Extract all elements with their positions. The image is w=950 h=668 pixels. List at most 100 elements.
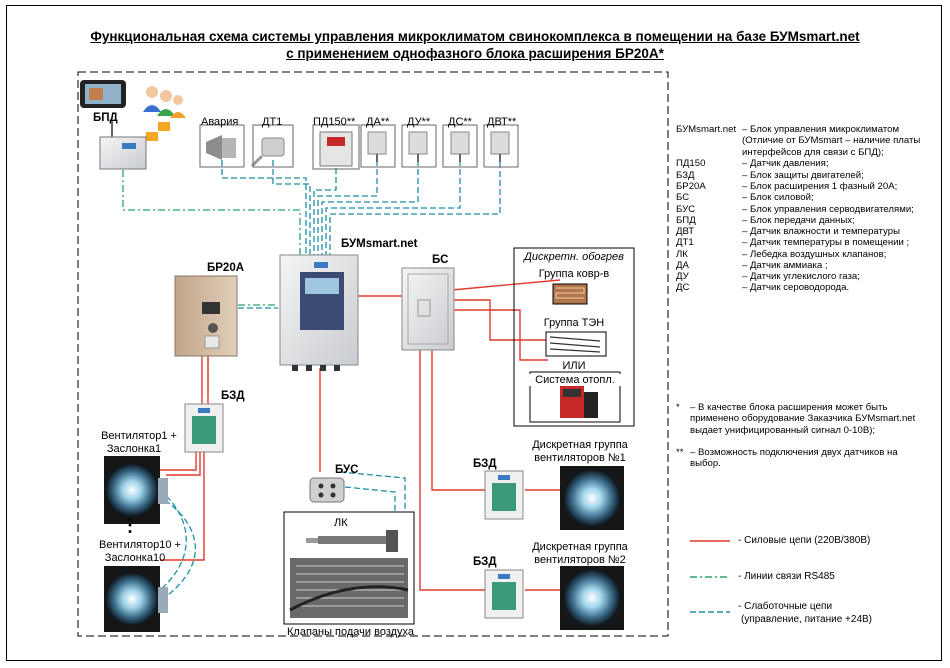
bs-cabinet	[401, 267, 455, 351]
abbr-value: – Датчик температуры в помещении ;	[742, 237, 910, 248]
abbr-value: – Датчик влажности и температуры	[742, 226, 900, 237]
sensor-frames	[199, 124, 519, 170]
heating-title: Дискретн. обогрев	[524, 251, 624, 263]
heating-ten-icon	[545, 331, 607, 357]
fan-group1-icon	[560, 466, 624, 530]
abbr-key: БУС	[676, 204, 696, 215]
fans-ellipsis: ⋮	[121, 515, 139, 535]
users-icon	[143, 86, 186, 118]
sensor-label-pd150: ПД150**	[313, 116, 356, 128]
abbr-key: БПД	[676, 215, 696, 226]
abbr-row: БС – Блок силовой;	[676, 192, 938, 203]
abbr-row: БЗД – Блок защиты двигателей;	[676, 170, 938, 181]
heating-or-label: ИЛИ	[562, 360, 586, 372]
bzd-group1-device	[484, 470, 524, 520]
abbr-value: – Датчик аммиака ;	[742, 260, 828, 271]
email-icons	[146, 122, 170, 141]
abbr-value: – Блок управления серводвигателями;	[742, 204, 914, 215]
page-subtitle: с применением однофазного блока расширен…	[286, 46, 664, 61]
abbr-key: БР20А	[676, 181, 706, 192]
sensor-label-du: ДУ**	[407, 116, 431, 128]
page-title: Функциональная схема системы управления …	[90, 29, 860, 44]
ds-sensor	[450, 131, 470, 162]
bus-label: БУС	[335, 464, 359, 476]
bzd-group1-label: БЗД	[473, 458, 497, 470]
fan-group1-label-line1: Дискретная группа	[532, 439, 628, 451]
du-sensor	[408, 131, 428, 162]
fan10-label-line2: Заслонка10	[104, 552, 166, 564]
bum-controller	[279, 254, 359, 371]
abbr-value: – Блок передачи данных;	[742, 215, 855, 226]
abbr-key: БЗД	[676, 170, 695, 181]
abbr-row: БУС – Блок управления серводвигателями;	[676, 204, 938, 215]
abbr-key: ДА	[676, 260, 689, 271]
legend-power-label: - Силовые цепи (220В/380В)	[738, 535, 871, 546]
power-lines	[145, 279, 561, 591]
bs-label: БС	[432, 254, 449, 266]
note-value: – В качестве блока расширения может быть…	[690, 402, 916, 436]
rs485-lines	[122, 170, 301, 395]
fan-group2-label-line2: вентиляторов №2	[534, 554, 626, 566]
bum-label: БУМsmart.net	[341, 238, 418, 250]
abbr-row: ДА – Датчик аммиака ;	[676, 260, 938, 271]
fan-group2-icon	[560, 566, 624, 630]
sensor-label-da: ДА**	[366, 116, 390, 128]
abbr-value: – Блок силовой;	[742, 192, 814, 203]
abbr-value: – Датчик сероводорода.	[742, 282, 850, 293]
fan1-label-line1: Вентилятор1 +	[101, 430, 177, 442]
abbr-key: ДТ1	[676, 237, 694, 248]
note-key: *	[676, 402, 680, 413]
sensor-label-avaria: Авария	[201, 116, 239, 128]
abbr-row: БР20А – Блок расширения 1 фазный 20А;	[676, 181, 938, 192]
note-value: – Возможность подключения двух датчиков …	[690, 447, 898, 470]
abbr-value: – Блок управления микроклиматом (Отличие…	[742, 124, 921, 158]
fan-group1-label-line2: вентиляторов №1	[534, 452, 626, 464]
heating-frame	[513, 247, 635, 427]
abbr-key: ЛК	[676, 249, 688, 260]
abbr-value: – Лебедка воздушных клапанов;	[742, 249, 887, 260]
heating-system-label: Система отопл.	[520, 374, 630, 386]
abbr-value: – Блок защиты двигателей;	[742, 170, 864, 181]
pd150-sensor	[319, 131, 353, 167]
br20a-device	[174, 275, 238, 357]
abbr-key: ПД150	[676, 158, 706, 169]
dt1-sensor	[250, 137, 285, 168]
abbr-key: ДВТ	[676, 226, 695, 237]
note-row: * – В качестве блока расширения может быт…	[676, 402, 936, 436]
heating-mat-label: Группа ковр-в	[538, 268, 610, 280]
bzd-group2-device	[484, 569, 524, 619]
abbr-key: БС	[676, 192, 690, 203]
bzd-main-device	[184, 403, 224, 453]
bzd-group2-label: БЗД	[473, 556, 497, 568]
sensor-label-ds: ДС**	[448, 116, 472, 128]
abbr-row: ДТ1 – Датчик температуры в помещении ;	[676, 237, 938, 248]
lk-winch-icon	[306, 530, 398, 552]
room-boundary	[77, 71, 669, 637]
abbr-row: ПД150 – Датчик давления;	[676, 158, 938, 169]
da-sensor	[367, 131, 387, 162]
abbr-key: БУМsmart.net	[676, 124, 737, 135]
abbr-row: ДС – Датчик сероводорода.	[676, 282, 938, 293]
bpd-label: БПД	[93, 112, 118, 124]
dvt-sensor	[490, 131, 510, 162]
br20a-label: БР20А	[207, 262, 245, 274]
abbr-key: ДУ	[676, 271, 689, 282]
fan10-label-line1: Вентилятор10 +	[99, 539, 181, 551]
abbr-value: – Блок расширения 1 фазный 20А;	[742, 181, 898, 192]
legend-low-label-line2: (управление, питание +24В)	[741, 614, 873, 625]
abbr-row: ЛК – Лебедка воздушных клапанов;	[676, 249, 938, 260]
abbr-value: – Датчик давления;	[742, 158, 829, 169]
legend-low-label-line1: - Слаботочные цепи	[738, 601, 833, 612]
sensor-label-dt1: ДТ1	[262, 116, 283, 128]
legend-rs485-label: - Линии связи RS485	[738, 571, 835, 582]
abbr-key: ДС	[676, 282, 690, 293]
sensor-label-dvt: ДВТ**	[487, 116, 517, 128]
fan10-icon	[104, 566, 168, 632]
tablet-icon	[80, 80, 126, 108]
air-valve-icon	[289, 558, 409, 618]
avaria-sensor	[206, 135, 236, 160]
heating-mat-icon	[552, 283, 588, 305]
abbr-row: БПД – Блок передачи данных;	[676, 215, 938, 226]
bpd-device	[99, 120, 147, 170]
